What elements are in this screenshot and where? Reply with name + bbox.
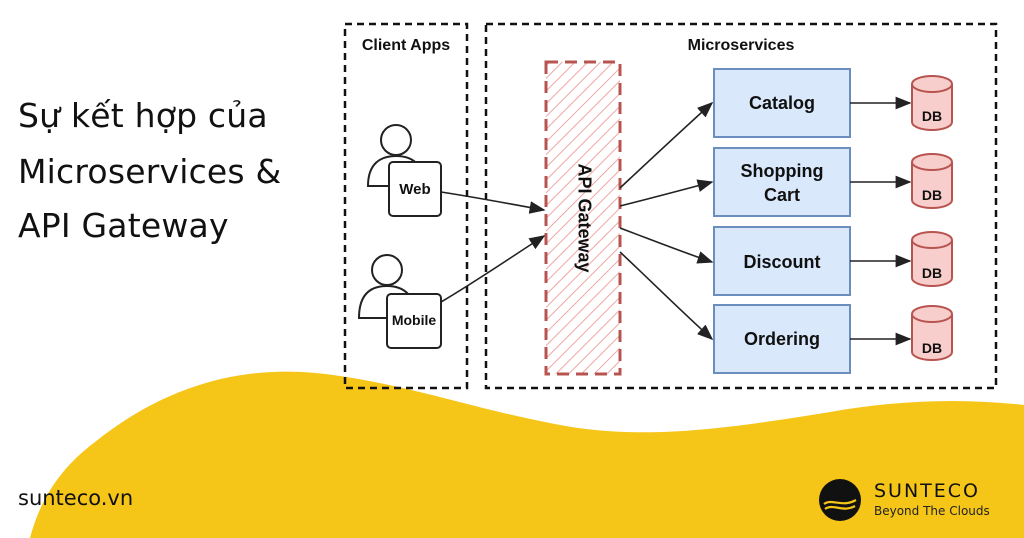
db-cylinder-icon (911, 162, 953, 209)
service-ordering: Ordering (713, 304, 851, 374)
database-3: DB (911, 231, 953, 287)
microservices-group (484, 22, 998, 390)
service-label-line2: Cart (764, 185, 800, 205)
service-label: Discount (743, 252, 820, 272)
microservices-label: Microservices (688, 37, 795, 54)
page-title-line-3: API Gateway (18, 206, 229, 245)
arrow-gateway-to-ordering (619, 251, 714, 341)
service-label-line1: Shopping (741, 161, 824, 181)
db-label: DB (922, 187, 942, 203)
page-title-line-2: Microservices & (18, 152, 282, 191)
db-label: DB (922, 265, 942, 281)
arrow-web-to-gateway (440, 191, 546, 214)
api-gateway: API Gateway (544, 60, 622, 376)
db-label: DB (922, 108, 942, 124)
brand-tagline: Beyond The Clouds (874, 504, 990, 518)
client-apps-label: Client Apps (362, 37, 450, 54)
db-cylinder-icon (911, 240, 953, 287)
page-title-line-1: Sự kết hợp của (18, 96, 268, 135)
service-label: Catalog (749, 93, 815, 113)
website-link[interactable]: sunteco.vn (18, 486, 134, 510)
database-1: DB (911, 75, 953, 131)
service-catalog: Catalog (713, 68, 851, 138)
sunteco-logo-icon (819, 479, 861, 521)
service-box (713, 226, 851, 296)
db-cylinder-icon (911, 84, 953, 131)
api-gateway-label: API Gateway (574, 163, 594, 272)
arrow-gateway-to-catalog (619, 101, 714, 189)
db-cylinder-icon (911, 314, 953, 361)
mobile-device-box (386, 293, 442, 349)
arrow-mobile-to-gateway (440, 235, 546, 303)
service-shopping-cart: Shopping Cart (713, 147, 851, 217)
db-label: DB (922, 340, 942, 356)
service-label: Ordering (744, 329, 820, 349)
arrow-gateway-to-cart (619, 179, 714, 207)
client-apps-group (343, 22, 469, 390)
api-gateway-box (544, 60, 622, 376)
database-4: DB (911, 305, 953, 361)
user-icon (380, 124, 412, 156)
user-icon (371, 254, 403, 286)
web-device-box (388, 161, 442, 217)
brand-name: SUNTECO (874, 480, 981, 502)
mobile-client: Mobile (357, 254, 442, 349)
service-discount: Discount (713, 226, 851, 296)
connectors (440, 96, 912, 346)
mobile-label: Mobile (392, 312, 437, 328)
database-2: DB (911, 153, 953, 209)
web-client: Web (366, 124, 442, 217)
arrow-gateway-to-discount (619, 227, 714, 264)
service-box (713, 147, 851, 217)
web-label: Web (399, 181, 430, 198)
